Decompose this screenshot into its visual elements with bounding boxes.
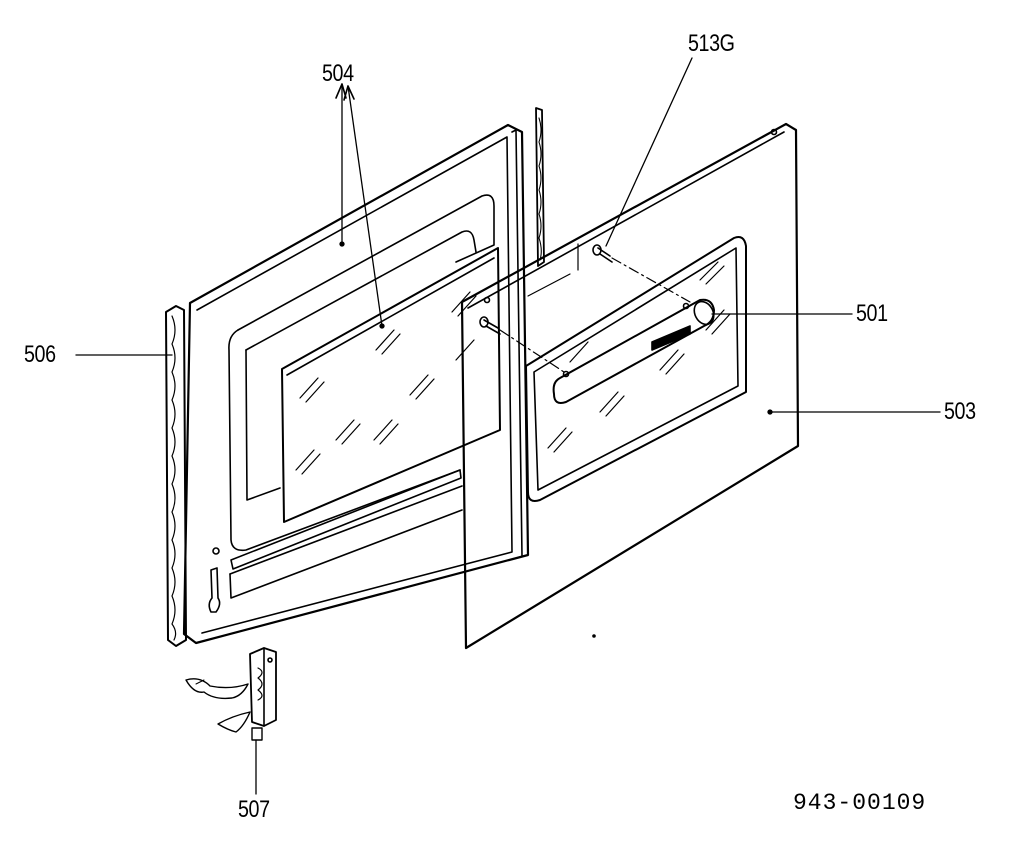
door-hinge xyxy=(185,647,277,741)
part-label-506: 506 xyxy=(24,341,56,368)
leader-lines xyxy=(75,57,941,795)
inner-glass-pane xyxy=(281,247,501,523)
side-trim-strip xyxy=(535,107,545,267)
part-label-503: 503 xyxy=(944,398,976,425)
leader-504-b xyxy=(347,85,383,327)
part-label-501: 501 xyxy=(856,300,888,327)
part-label-504: 504 xyxy=(322,60,354,87)
door-handle xyxy=(552,298,715,404)
inner-door-frame xyxy=(182,123,530,645)
drawing-number: 943-00109 xyxy=(793,790,927,816)
part-label-513g: 513G xyxy=(688,30,735,57)
leader-513g xyxy=(605,57,693,247)
outer-door-panel xyxy=(460,122,800,650)
handle-screws xyxy=(479,244,691,373)
part-label-507: 507 xyxy=(238,796,270,823)
door-seal-strip xyxy=(165,305,187,647)
